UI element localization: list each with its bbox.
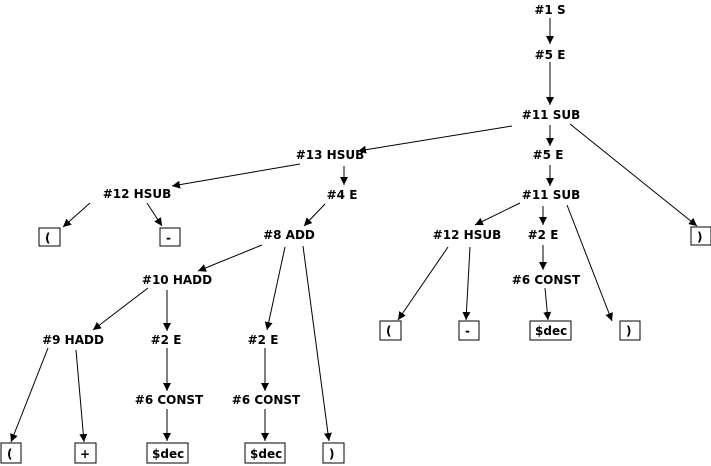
- edge-hsub12r-lparen: [397, 246, 449, 321]
- leaf-dec-right: $dec: [529, 320, 572, 341]
- edge-hsub12r-minus: [462, 246, 471, 321]
- leaf-lparen-3: (: [0, 442, 22, 464]
- node-e-top: #5 E: [535, 48, 566, 62]
- node-hsub12-right: #12 HSUB: [433, 228, 502, 242]
- node-const-b: #6 CONST: [232, 393, 301, 407]
- node-const-right: #6 CONST: [512, 273, 581, 287]
- edge-sub-hsub13: [357, 125, 513, 154]
- svg-text:-: -: [166, 231, 171, 245]
- svg-text:$dec: $dec: [152, 447, 184, 461]
- leaf-lparen-2: (: [379, 320, 402, 341]
- edge-sub-rparen: [569, 123, 698, 227]
- leaf-rparen-right: ): [619, 320, 641, 341]
- edge-const-dec-right: [543, 287, 552, 321]
- svg-text:$dec: $dec: [250, 447, 282, 461]
- leaf-rparen-bottom: ): [322, 442, 345, 464]
- node-hadd9: #9 HADD: [42, 333, 104, 347]
- node-e2-b: #2 E: [248, 333, 279, 347]
- leaf-minus-1: -: [159, 227, 181, 247]
- svg-text:-: -: [465, 324, 470, 338]
- edge-subin-hsub12: [474, 202, 521, 226]
- edge-hsub12-lparen: [62, 202, 91, 228]
- svg-text:): ): [626, 324, 631, 338]
- node-e2-right: #2 E: [528, 228, 559, 242]
- edge-hsub12-minus: [146, 202, 163, 227]
- node-hadd10: #10 HADD: [142, 273, 212, 287]
- leaf-dec-a: $dec: [146, 442, 189, 464]
- node-sub-inner: #11 SUB: [522, 188, 580, 202]
- svg-text:): ): [329, 447, 334, 461]
- svg-text:): ): [697, 230, 702, 244]
- edge-add8-rparen: [302, 245, 332, 442]
- leaf-lparen-1: (: [38, 227, 61, 247]
- edge-add8-e2b: [264, 246, 286, 331]
- edge-e4-add8: [303, 203, 326, 227]
- edge-subin-rparen: [566, 204, 613, 322]
- svg-text:(: (: [386, 324, 391, 338]
- svg-text:+: +: [80, 447, 90, 461]
- edge-hadd9-plus: [75, 349, 88, 443]
- node-const-a: #6 CONST: [135, 393, 204, 407]
- node-hsub13: #13 HSUB: [296, 148, 365, 162]
- edge-add8-hadd10: [197, 244, 263, 272]
- edge-hsub13-hsub12: [171, 163, 301, 189]
- svg-text:$dec: $dec: [535, 324, 567, 338]
- node-hsub12-left: #12 HSUB: [103, 187, 172, 201]
- svg-text:(: (: [7, 447, 12, 461]
- node-sub-root: #11 SUB: [522, 108, 580, 122]
- tree-nodes: #1 S #5 E #11 SUB #13 HSUB #5 E #12 HSUB…: [42, 3, 581, 407]
- node-add8: #8 ADD: [263, 228, 315, 242]
- edge-hadd10-hadd9: [92, 287, 149, 331]
- leaf-rparen-top: ): [690, 226, 711, 246]
- leaf-plus: +: [74, 442, 97, 464]
- tree-leaves: ( - ) ( - $dec ) (: [0, 226, 711, 464]
- node-e2-a: #2 E: [151, 333, 182, 347]
- node-e4: #4 E: [327, 188, 358, 202]
- node-e-right: #5 E: [533, 148, 564, 162]
- node-s: #1 S: [534, 3, 565, 17]
- svg-text:(: (: [45, 231, 50, 245]
- tree-edges: [10, 18, 698, 443]
- leaf-dec-b: $dec: [244, 442, 286, 464]
- leaf-minus-2: -: [458, 320, 480, 341]
- edge-hadd9-lparen: [10, 347, 49, 443]
